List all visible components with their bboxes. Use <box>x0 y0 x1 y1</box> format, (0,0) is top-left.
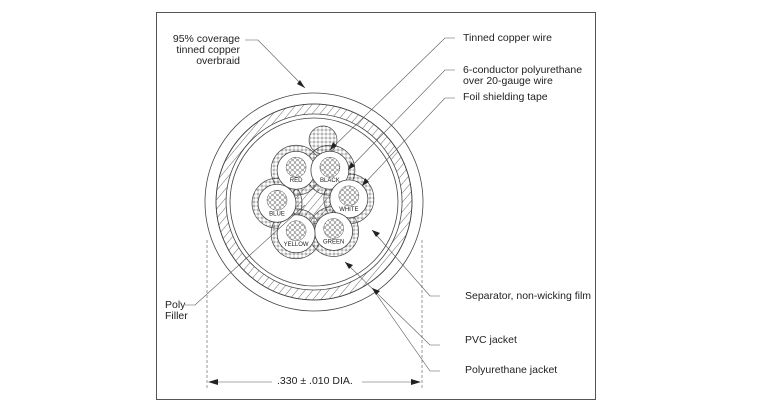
diameter-dimension: .330 ± .010 DIA. <box>277 375 353 387</box>
copper-strands <box>338 185 360 207</box>
polyurethane-jacket-label: Polyurethane jacket <box>465 364 558 376</box>
conductor-bundle: RED BLACK WHITE GREEN YELLOW BLUE <box>251 125 375 260</box>
tinned-copper-wire-label: Tinned copper wire <box>463 32 552 44</box>
label-line: tinned copper <box>176 44 240 56</box>
pvc-jacket-label: PVC jacket <box>465 334 517 346</box>
conductor-label: 6-conductor polyurethane over 20-gauge w… <box>463 65 582 87</box>
wire-color-label: WHITE <box>339 207 358 213</box>
label-line: overbraid <box>196 55 240 67</box>
label-line: over 20-gauge wire <box>463 75 553 87</box>
wire-color-label: YELLOW <box>284 242 309 248</box>
separator-film <box>229 117 399 287</box>
copper-strands <box>319 156 341 178</box>
label-line: Filler <box>165 310 188 322</box>
foil-label: Foil shielding tape <box>463 91 548 103</box>
copper-strands <box>285 220 307 242</box>
poly-filler-label: Poly Filler <box>165 300 188 322</box>
wire-color-label: BLACK <box>320 178 340 184</box>
label-line: 95% coverage <box>172 33 240 45</box>
wire-color-label: GREEN <box>323 239 344 245</box>
copper-strands <box>266 190 288 211</box>
polyurethane-jacket <box>204 92 424 312</box>
wire-color-label: RED <box>290 178 303 184</box>
copper-strands <box>285 156 307 178</box>
arrowheads <box>208 80 421 385</box>
braid-ring <box>215 103 413 301</box>
wire-color-label: BLUE <box>269 211 285 217</box>
label-line: 6-conductor polyurethane <box>463 64 583 76</box>
overbraid-label: 95% coverage tinned copper overbraid <box>160 34 240 67</box>
foil-shield-lobe <box>308 125 338 155</box>
label-line: Poly <box>165 299 186 311</box>
separator-label: Separator, non-wicking film <box>465 290 592 302</box>
copper-strands <box>323 218 344 239</box>
diagram-frame <box>156 12 596 400</box>
